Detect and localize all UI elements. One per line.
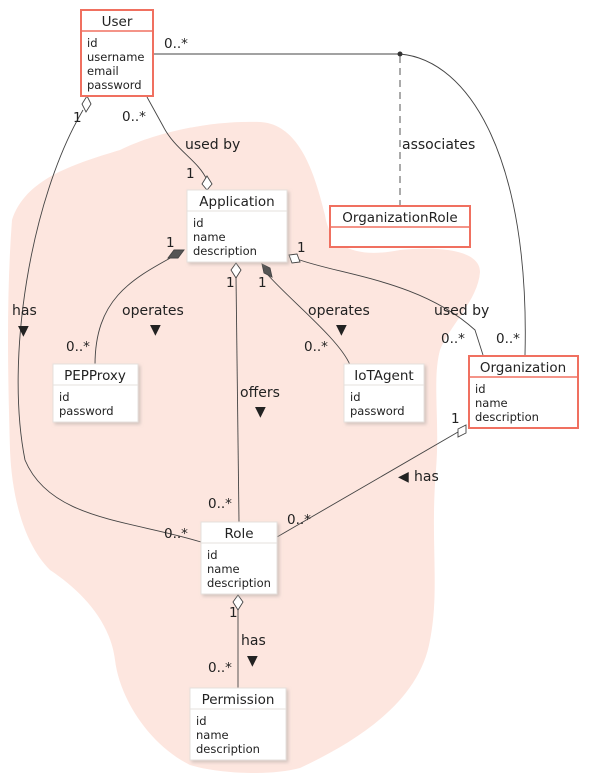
class-permission-attr-id: id — [196, 714, 207, 728]
class-user-attr-email: email — [87, 64, 119, 78]
mult-app-pep-pep-end: 0..* — [66, 339, 90, 355]
mult-role-perm-perm-end: 0..* — [208, 660, 232, 676]
mult-user-org-user-end: 0..* — [164, 36, 188, 52]
aggregation-diamond-app-user — [201, 175, 213, 191]
class-role-attr-name: name — [207, 562, 240, 576]
arrow-has-user-role: ▼ — [18, 323, 29, 339]
composition-diamond-app-iot — [261, 263, 273, 278]
mult-org-role-role-end: 0..* — [287, 512, 311, 528]
class-role-attr-id: id — [207, 548, 218, 562]
class-role-title: Role — [224, 526, 253, 542]
aggregation-diamond-app-org — [288, 253, 301, 264]
mult-user-app-user-end: 0..* — [122, 109, 146, 125]
assoc-application-iotagent — [267, 274, 351, 366]
class-organization-attr-description: description — [475, 410, 539, 424]
label-has-org-role: has — [414, 469, 439, 485]
assoc-application-role — [235, 275, 240, 523]
class-organization-role-title: OrganizationRole — [342, 210, 457, 226]
mult-app-iot-iot-end: 0..* — [304, 339, 328, 355]
mult-app-iot-app-end: 1 — [258, 275, 267, 291]
aggregation-diamond-org-role — [457, 424, 467, 438]
arrow-operates-pep: ▼ — [150, 322, 161, 338]
label-operates-pep: operates — [122, 303, 184, 319]
association-junction-dot — [397, 51, 403, 57]
class-organization-attr-id: id — [475, 382, 486, 396]
label-has-role-perm: has — [241, 633, 266, 649]
label-has-user-role: has — [12, 303, 37, 319]
assoc-user-application — [146, 96, 208, 181]
class-user-title: User — [102, 14, 133, 30]
class-permission-title: Permission — [202, 692, 275, 708]
assoc-user-organization — [153, 53, 526, 356]
arrow-has-role-perm: ▼ — [247, 653, 258, 669]
class-organization[interactable]: Organization id name description — [468, 355, 579, 429]
class-role-attr-description: description — [207, 576, 271, 590]
label-used-by-user: used by — [185, 137, 240, 153]
class-iotagent-box — [343, 363, 425, 423]
aggregation-diamond-user-role — [81, 95, 92, 113]
mult-app-pep-app-end: 1 — [166, 235, 175, 251]
label-operates-iot: operates — [308, 303, 370, 319]
class-iotagent[interactable]: IoTAgent id password — [343, 363, 425, 423]
class-permission[interactable]: Permission id name description — [189, 687, 287, 761]
mult-org-role-org-end: 1 — [451, 411, 460, 427]
class-organization-role[interactable]: OrganizationRole — [329, 205, 471, 248]
mult-role-perm-role-end: 1 — [229, 605, 238, 621]
class-application-title: Application — [199, 194, 274, 210]
class-pepproxy-box — [52, 363, 139, 423]
class-user-attr-password: password — [87, 78, 142, 92]
associations — [17, 51, 526, 688]
class-application-box — [186, 189, 288, 263]
composition-diamond-app-pep — [167, 249, 185, 259]
mult-app-role-app-end: 1 — [226, 275, 235, 291]
arrow-has-org-role: ◀ — [398, 469, 409, 485]
class-permission-attr-description: description — [196, 742, 260, 756]
mult-app-org-org-end: 0..* — [441, 331, 465, 347]
mult-user-org-org-end: 0..* — [496, 331, 520, 347]
class-user-attr-username: username — [87, 50, 145, 64]
aggregation-diamond-role-perm — [232, 594, 244, 611]
label-used-by-org: used by — [434, 303, 489, 319]
mult-app-role-role-end: 0..* — [208, 496, 232, 512]
association-labels: used by associates has ▼ operates ▼ oper… — [12, 137, 489, 669]
class-permission-attr-name: name — [196, 728, 229, 742]
class-application-attr-name: name — [193, 230, 226, 244]
class-pepproxy[interactable]: PEPProxy id password — [52, 363, 139, 423]
class-role-box — [200, 521, 278, 595]
class-user-box — [80, 9, 154, 97]
assoc-application-organization — [296, 258, 484, 356]
class-application-attr-description: description — [193, 244, 257, 258]
mult-app-org-app-end: 1 — [297, 240, 306, 256]
class-user-attr-id: id — [87, 36, 98, 50]
class-permission-box — [189, 687, 287, 761]
class-user[interactable]: User id username email password — [80, 9, 154, 97]
class-role[interactable]: Role id name description — [200, 521, 278, 595]
class-organization-attr-name: name — [475, 396, 508, 410]
class-organization-box — [468, 355, 579, 429]
class-iotagent-attr-password: password — [350, 404, 405, 418]
multiplicities: 0..* 0..* 1 1 0..* 1 0..* 1 0..* 1 0..* … — [66, 36, 520, 676]
mult-user-role-user-end: 1 — [73, 110, 82, 126]
assoc-application-pepproxy — [94, 255, 175, 366]
class-organization-title: Organization — [480, 360, 566, 376]
arrow-operates-iot: ▼ — [336, 322, 347, 338]
mult-user-app-app-end: 1 — [186, 166, 195, 182]
assoc-user-role — [17, 109, 202, 543]
label-associates: associates — [402, 137, 475, 153]
class-application[interactable]: Application id name description — [186, 189, 288, 263]
label-offers: offers — [240, 385, 280, 401]
class-pepproxy-attr-id: id — [59, 390, 70, 404]
class-application-attr-id: id — [193, 216, 204, 230]
class-iotagent-title: IoTAgent — [354, 368, 413, 384]
mult-user-role-role-end: 0..* — [164, 526, 188, 542]
arrow-offers: ▼ — [255, 404, 266, 420]
class-iotagent-attr-id: id — [350, 390, 361, 404]
aggregation-diamond-app-role — [230, 262, 242, 279]
assoc-organization-role — [276, 431, 459, 538]
class-pepproxy-title: PEPProxy — [64, 368, 126, 384]
background-highlight-blob — [8, 121, 480, 773]
class-pepproxy-attr-password: password — [59, 404, 114, 418]
